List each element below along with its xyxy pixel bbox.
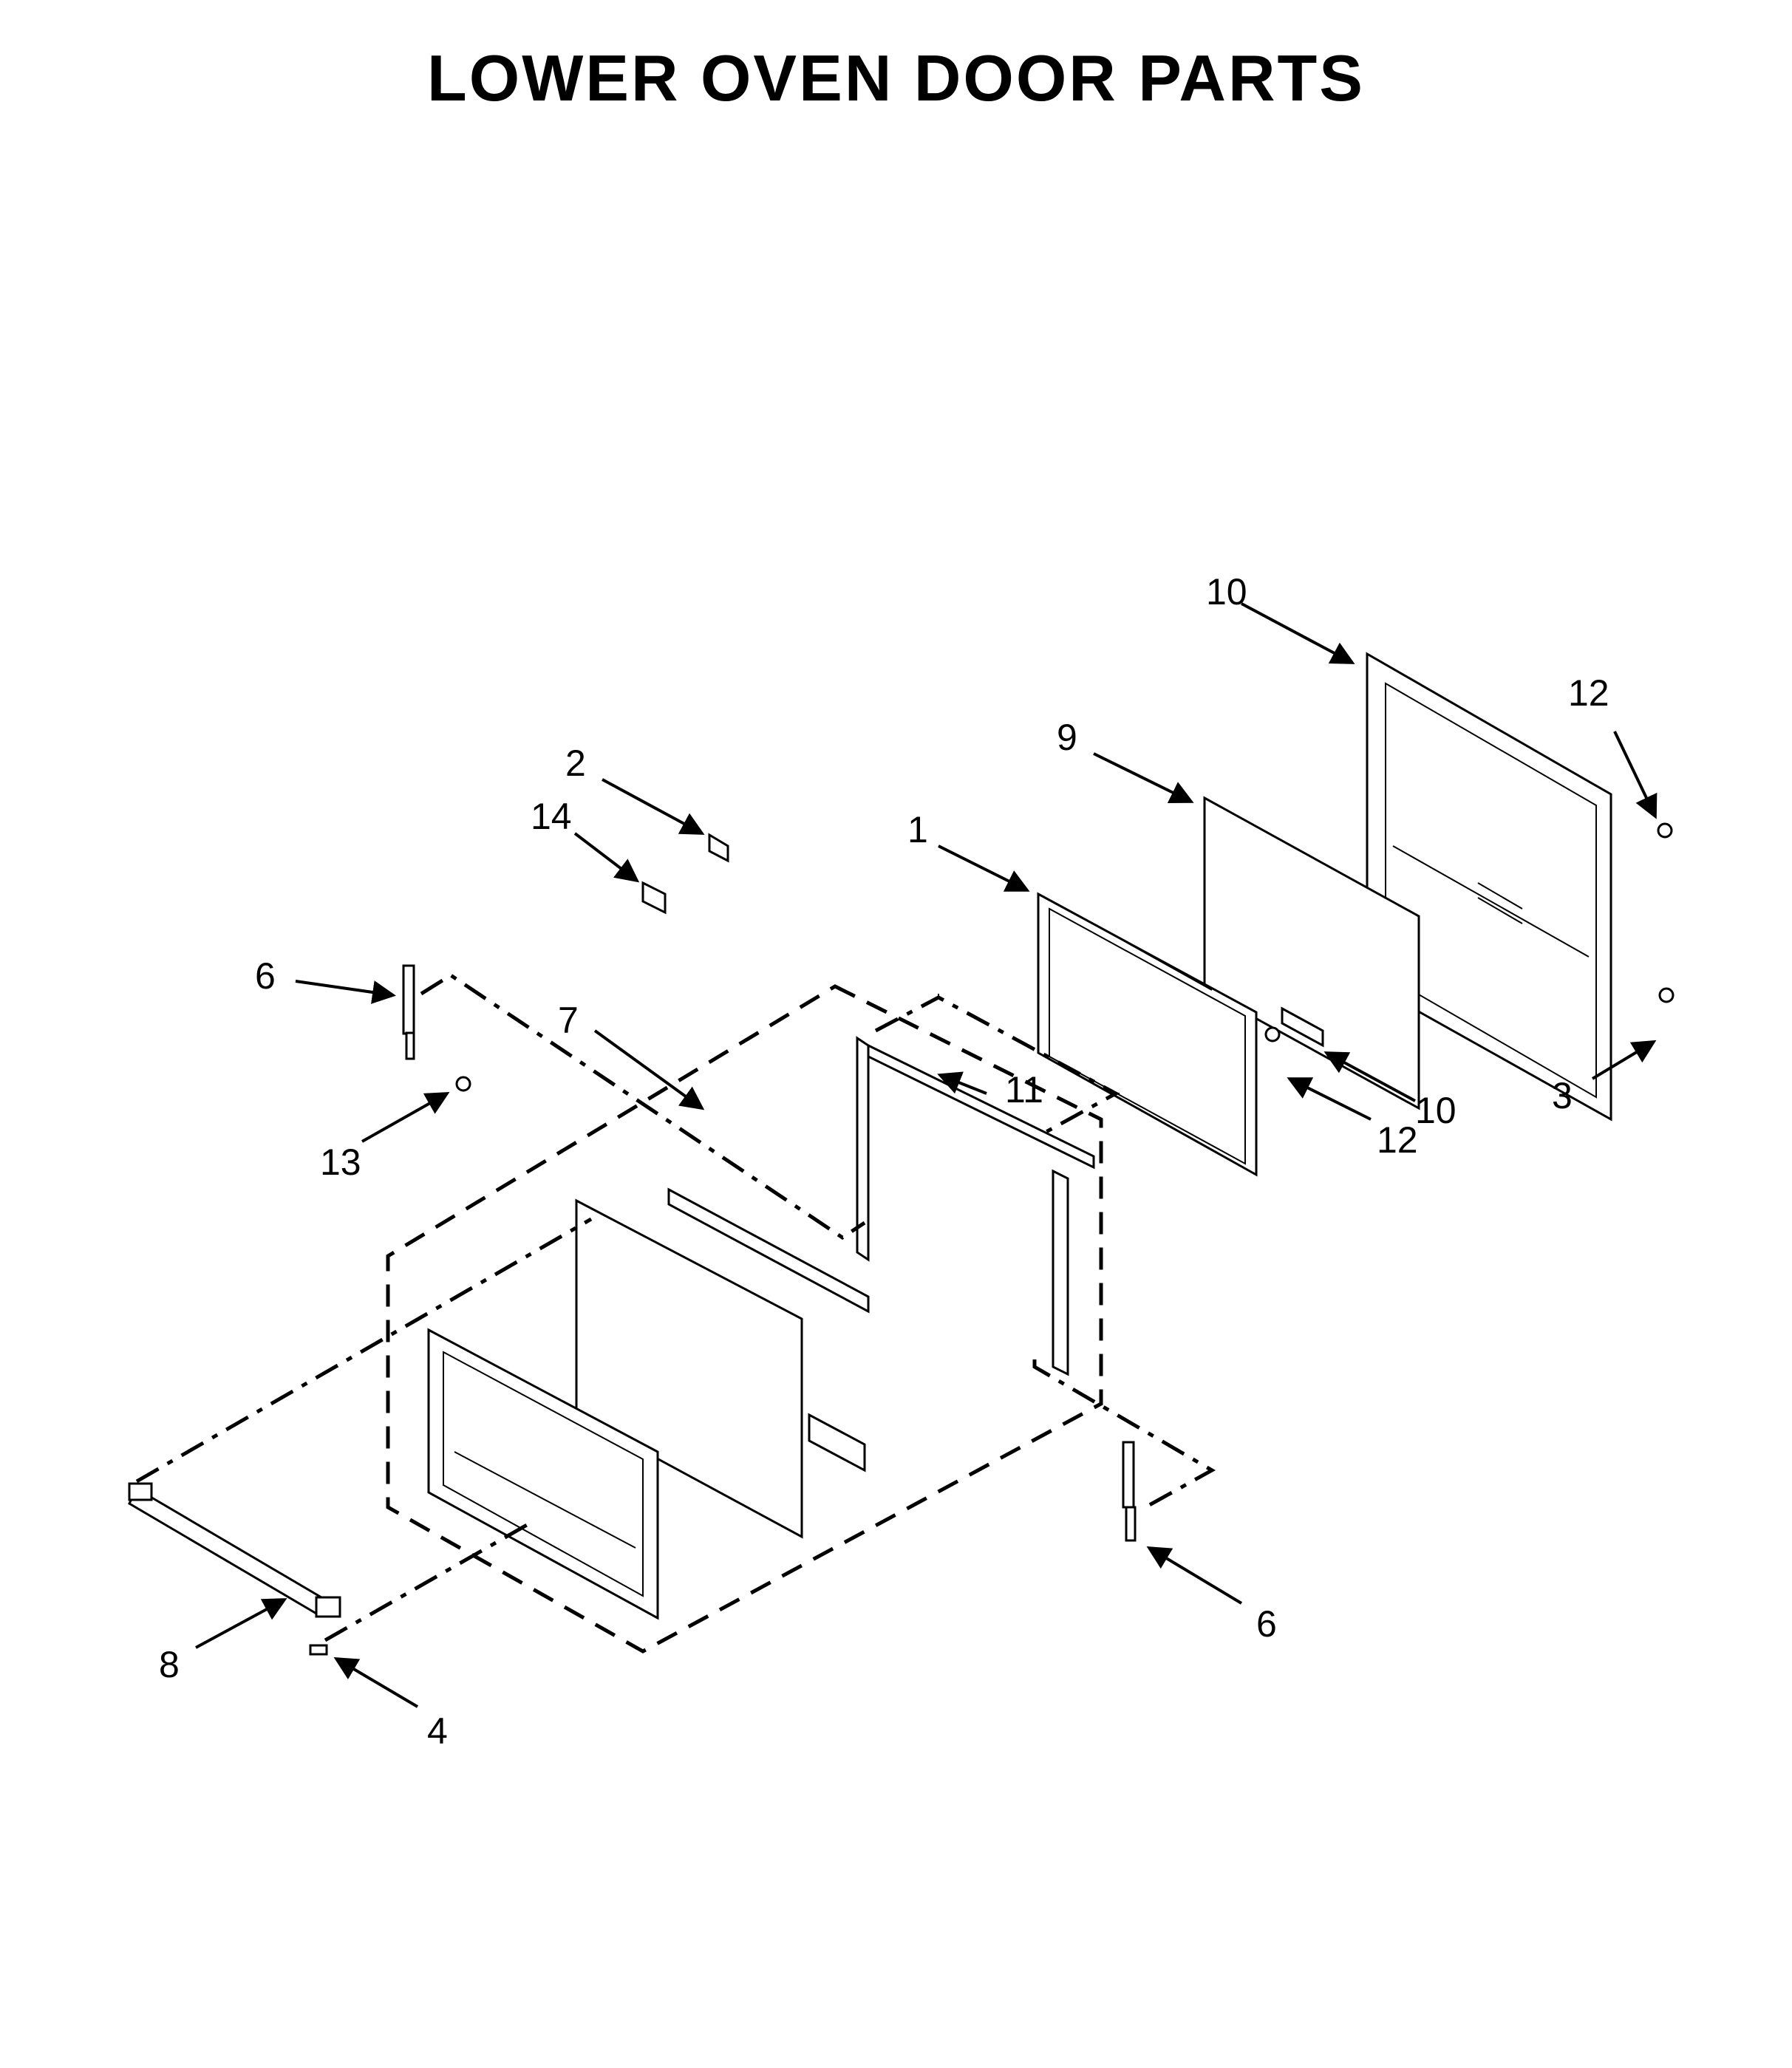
callout-13: 13 (320, 1142, 361, 1183)
leader-12-mid (1287, 1077, 1372, 1121)
callout-1: 1 (907, 809, 928, 850)
badge-plate (309, 1644, 328, 1656)
callout-4: 4 (427, 1710, 448, 1752)
leader-6-right (1146, 1546, 1243, 1605)
screw-3 (1658, 987, 1675, 1003)
door-channel-frame (856, 994, 1120, 1376)
screw-13 (455, 1076, 471, 1092)
hinge-upper-left (402, 964, 415, 1060)
inner-door-frame (1366, 652, 1612, 1122)
callout-12-mid: 12 (1377, 1119, 1418, 1161)
assembly-line-channel (874, 995, 1120, 1136)
page-title: LOWER OVEN DOOR PARTS (427, 41, 1365, 115)
leader-5 (1241, 602, 1355, 664)
callout-9: 9 (1057, 717, 1077, 758)
leader-11 (937, 1071, 987, 1095)
callout-12-top: 12 (1568, 672, 1609, 714)
leader-7 (593, 1029, 705, 1110)
leader-1 (938, 844, 1030, 892)
callout-11: 11 (1005, 1069, 1043, 1110)
door-handle (128, 1482, 341, 1618)
leader-4 (333, 1656, 419, 1708)
callout-7: 7 (558, 1000, 579, 1041)
leader-3 (1591, 1040, 1657, 1080)
screw-12-top (1657, 822, 1673, 839)
leader-2 (602, 778, 705, 835)
callout-14: 14 (531, 796, 572, 837)
intermediate-glass (575, 1187, 870, 1539)
assembly-line-handle-top (135, 1217, 593, 1484)
callout-10: 10 (1415, 1090, 1457, 1131)
assembly-line-hinge-right (1032, 1359, 1216, 1509)
door-liner (1037, 892, 1258, 1177)
assembly-line-handle-bottom (324, 1520, 534, 1642)
leader-9 (1093, 752, 1194, 803)
screw-12-mid (1264, 1026, 1281, 1042)
leader-8 (195, 1598, 287, 1649)
clip-14 (641, 881, 667, 915)
leader-6-left (295, 980, 396, 1004)
assembly-line-hinge-left (420, 973, 866, 1241)
hinge-lower-right (1122, 1441, 1137, 1542)
door-glass-panel (1203, 796, 1420, 1110)
callout-6-right: 6 (1256, 1603, 1277, 1645)
callout-6-left: 6 (255, 955, 276, 997)
callout-3: 3 (1552, 1075, 1573, 1116)
glass-bracket (1281, 1006, 1324, 1048)
outer-door-panel (427, 1328, 659, 1620)
leader-10 (1323, 1051, 1416, 1102)
door-assembly-outline (386, 984, 1103, 1654)
callout-8: 8 (159, 1644, 180, 1685)
callout-5: 10 (1206, 571, 1247, 612)
callout-2: 2 (565, 743, 586, 784)
clip-2 (708, 833, 729, 863)
leader-13 (361, 1092, 450, 1143)
leader-14 (573, 832, 640, 883)
leader-12-top (1613, 731, 1658, 819)
